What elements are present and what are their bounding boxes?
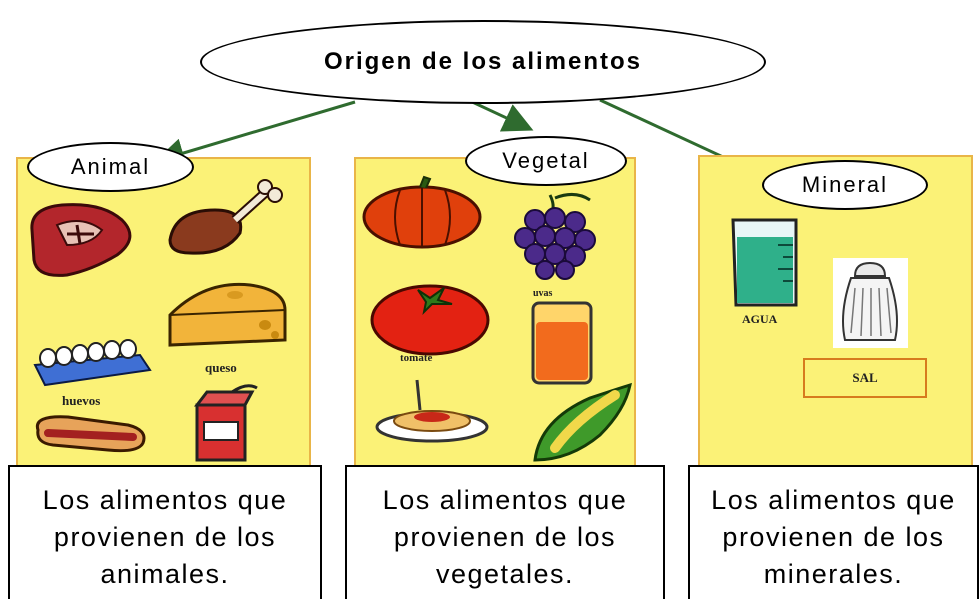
corn-icon xyxy=(533,382,632,462)
vegetal-description-line-1: Los alimentos que xyxy=(382,485,628,515)
salt-label-box: SAL xyxy=(803,358,927,398)
animal-description-line-3: animales. xyxy=(100,559,230,589)
vegetal-description-line-2: provienen de los xyxy=(393,522,617,552)
vegetal-description-box: Los alimentos que provienen de los veget… xyxy=(345,465,665,599)
hotdog-icon xyxy=(35,415,146,453)
huevos-label: huevos xyxy=(62,393,101,408)
pumpkin-icon xyxy=(362,175,482,249)
queso-label: queso xyxy=(205,360,237,375)
mineral-description-box: Los alimentos que provienen de los miner… xyxy=(688,465,979,599)
tomate-label: tomate xyxy=(400,352,433,364)
mineral-description-line-2: provienen de los xyxy=(722,522,945,552)
mineral-category-oval: Mineral xyxy=(762,160,928,210)
eggs-icon xyxy=(33,339,152,387)
animal-description-line-1: Los alimentos que xyxy=(42,485,288,515)
spaghetti-icon xyxy=(375,379,489,443)
title-oval: Origen de los alimentos xyxy=(200,20,766,104)
agua-label: AGUA xyxy=(742,312,778,326)
steak-icon xyxy=(30,203,132,277)
mineral-description-line-1: Los alimentos que xyxy=(711,485,956,515)
water-beaker-icon xyxy=(731,218,798,307)
mineral-category-name: Mineral xyxy=(801,172,889,197)
tomato-icon xyxy=(370,284,490,356)
juice-box-icon xyxy=(193,384,258,462)
chicken-leg-icon xyxy=(168,179,283,255)
cheese-icon xyxy=(168,282,287,347)
sal-label: SAL xyxy=(852,370,878,385)
salt-shaker-icon xyxy=(833,258,908,348)
animal-category-name: Animal xyxy=(70,154,151,179)
animal-category-oval: Animal xyxy=(27,142,194,192)
diagram-title: Origen de los alimentos xyxy=(323,48,643,75)
vegetal-description-line-3: vegetales. xyxy=(435,559,575,589)
vegetal-category-name: Vegetal xyxy=(502,148,590,173)
uvas-label: uvas xyxy=(533,288,553,299)
arrow-to-vegetal xyxy=(467,98,534,132)
mineral-description-line-3: minerales. xyxy=(763,559,904,589)
animal-description-box: Los alimentos que provienen de los anima… xyxy=(8,465,322,599)
grapes-icon xyxy=(514,193,596,280)
animal-description-line-2: provienen de los xyxy=(53,522,277,552)
arrow-to-animal xyxy=(154,100,356,168)
vegetal-category-oval: Vegetal xyxy=(465,136,627,186)
juice-glass-icon xyxy=(531,301,593,385)
